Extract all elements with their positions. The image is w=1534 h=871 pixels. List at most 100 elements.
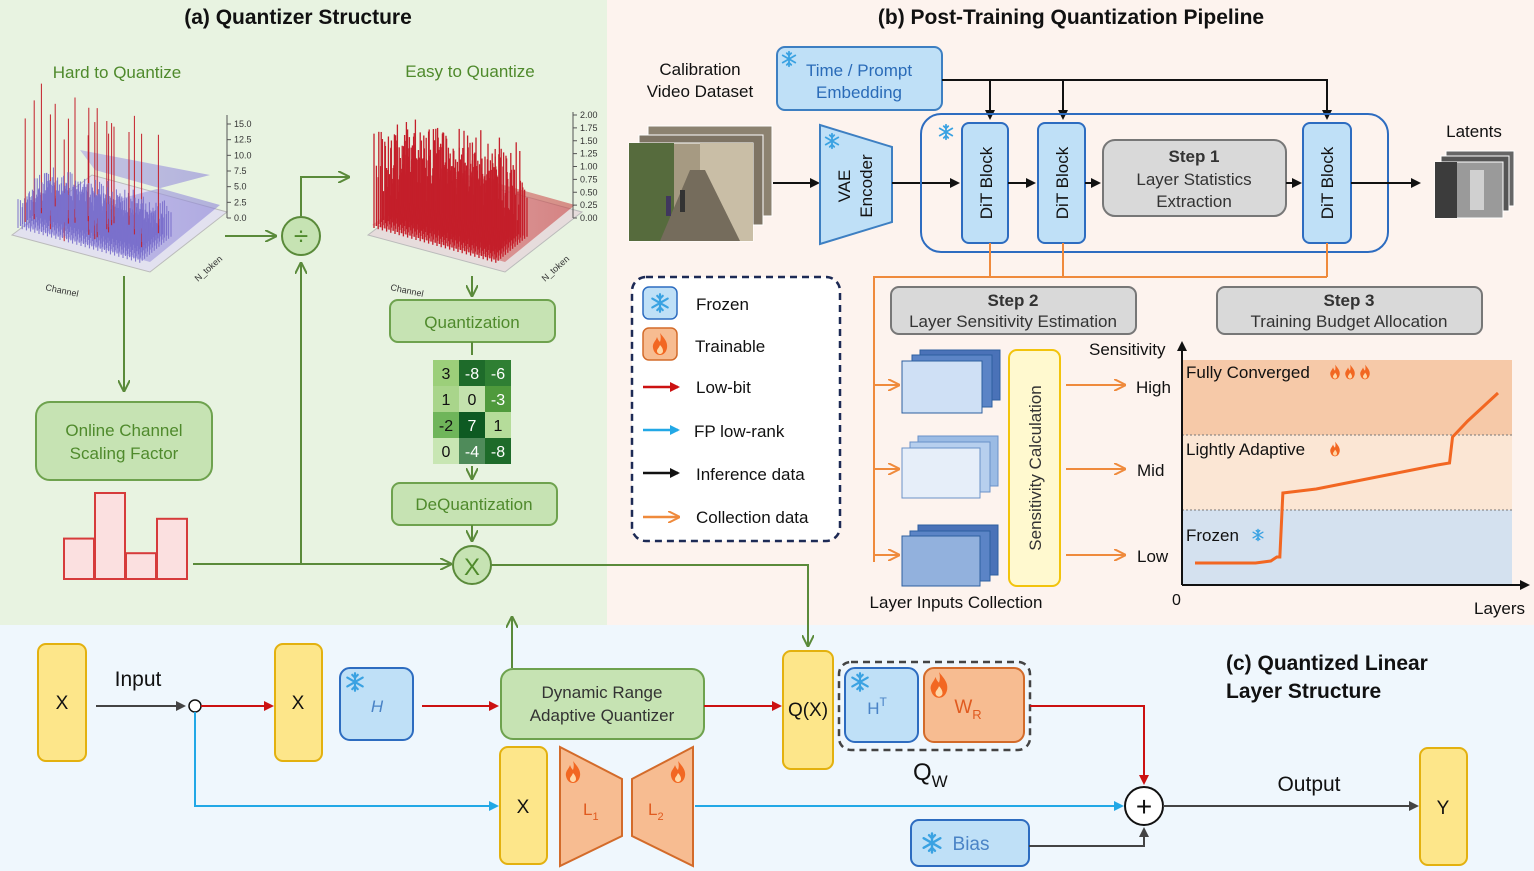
svg-text:WR: WR — [954, 697, 981, 722]
arrow-embed-to-dit3 — [942, 79, 1332, 120]
svg-text:Time / Prompt: Time / Prompt — [806, 61, 912, 80]
input-x-box: X — [37, 643, 87, 762]
dit-block-2: DiT Block — [1037, 122, 1086, 244]
chart-zone-1 — [1182, 435, 1512, 510]
dit-block-1: DiT Block — [961, 122, 1009, 244]
scaling-bar — [63, 537, 95, 581]
matrix-cell — [485, 360, 511, 386]
divide-symbol: ÷ — [294, 221, 308, 251]
legend-fp-low-rank: FP low-rank — [694, 422, 785, 441]
easy-to-quantize-label: Easy to Quantize — [405, 62, 534, 81]
legend-frozen: Frozen — [696, 295, 749, 314]
svg-text:X: X — [292, 693, 305, 714]
latents-frames — [1434, 150, 1515, 219]
divide-operator — [281, 216, 321, 256]
level-mid: Mid — [1137, 461, 1164, 480]
svg-text:X: X — [517, 797, 530, 818]
scaling-factor-bars — [63, 492, 188, 581]
svg-text:Extraction: Extraction — [1156, 192, 1232, 211]
chart-ylabel: Sensitivity — [1089, 340, 1166, 359]
legend: Frozen Trainable Low-bit FP low-rank Inf… — [630, 275, 842, 543]
calibration-video-frames — [628, 125, 773, 242]
tick-label: 0.25 — [580, 200, 598, 210]
svg-text:Step 3: Step 3 — [1323, 291, 1374, 310]
svg-text:DiT Block: DiT Block — [977, 146, 996, 219]
svg-text:Embedding: Embedding — [816, 83, 902, 102]
matrix-value: 0 — [468, 392, 477, 409]
x-box-3: X — [499, 746, 548, 865]
matrix-value: -8 — [465, 366, 479, 383]
collection-lines — [873, 243, 1328, 562]
tick-label: 0.75 — [580, 174, 598, 184]
wr-box: WR — [923, 667, 1025, 743]
svg-text:Training Budget Allocation: Training Budget Allocation — [1251, 312, 1448, 331]
dynamic-range-quantizer: Dynamic Range Adaptive Quantizer — [500, 668, 705, 740]
sum-symbol: + — [1136, 791, 1152, 822]
svg-text:Sensitivity Calculation: Sensitivity Calculation — [1026, 385, 1045, 550]
dit-block-3: DiT Block — [1302, 122, 1352, 244]
tick-label: 0.50 — [580, 187, 598, 197]
matrix-cell — [485, 412, 511, 438]
hadamard-h-box: H — [339, 667, 414, 741]
level-low: Low — [1137, 547, 1169, 566]
svg-text:DiT Block: DiT Block — [1053, 146, 1072, 219]
svg-text:Quantization: Quantization — [424, 313, 519, 332]
matrix-value: -8 — [491, 444, 505, 461]
legend-low-bit: Low-bit — [696, 378, 751, 397]
svg-text:DiT Block: DiT Block — [1318, 146, 1337, 219]
multiply-symbol: X — [464, 554, 480, 581]
step2-box: Step 2 Layer Sensitivity Estimation — [890, 286, 1137, 335]
tick-label: 2.5 — [234, 197, 247, 207]
tick-label: 1.25 — [580, 149, 598, 159]
legend-trainable: Trainable — [695, 337, 765, 356]
matrix-value: 1 — [494, 418, 503, 435]
quantization-box: Quantization — [389, 299, 556, 343]
l2-block: L2 — [631, 745, 694, 868]
legend-collection: Collection data — [696, 508, 809, 527]
svg-text:Adaptive Quantizer: Adaptive Quantizer — [530, 706, 675, 725]
tick-label: 1.00 — [580, 162, 598, 172]
svg-text:HT: HT — [867, 695, 887, 718]
matrix-value: 3 — [442, 366, 451, 383]
svg-text:Bias: Bias — [953, 834, 990, 855]
matrix-cell — [485, 386, 511, 412]
panel-a-title: (a) Quantizer Structure — [184, 6, 412, 29]
matrix-cell — [459, 386, 485, 412]
tick-label: 0.00 — [580, 213, 598, 223]
svg-text:Dynamic Range: Dynamic Range — [542, 683, 663, 702]
panel-b-title: (b) Post-Training Quantization Pipeline — [878, 6, 1264, 29]
svg-text:VAE: VAE — [835, 170, 854, 203]
panel-c-title-1: (c) Quantized Linear — [1226, 652, 1428, 675]
level-high: High — [1136, 378, 1171, 397]
svg-text:Layer Sensitivity Estimation: Layer Sensitivity Estimation — [909, 312, 1117, 331]
matrix-cell — [459, 438, 485, 464]
tick-label: 15.0 — [234, 119, 252, 129]
svg-text:X: X — [56, 693, 69, 714]
tick-label: 12.5 — [234, 135, 252, 145]
arrow-to-lowrank-x — [194, 712, 499, 811]
input-label: Input — [115, 668, 162, 691]
hard-to-quantize-label: Hard to Quantize — [53, 63, 182, 82]
arrow-qw-to-sum — [1030, 705, 1149, 785]
svg-text:Y: Y — [1437, 798, 1450, 819]
matrix-cell — [433, 412, 459, 438]
matrix-cell — [459, 360, 485, 386]
matrix-value: 0 — [442, 444, 451, 461]
svg-text:Step 2: Step 2 — [987, 291, 1038, 310]
zone-label: Frozen — [1186, 526, 1239, 545]
tick-label: 7.5 — [234, 166, 247, 176]
tick-label: 10.0 — [234, 150, 252, 160]
dequantization-box: DeQuantization — [391, 482, 558, 526]
zone-label: Fully Converged — [1186, 363, 1310, 382]
qw-label: QW — [913, 759, 948, 791]
matrix-value: -6 — [491, 366, 505, 383]
svg-text:L2: L2 — [648, 800, 664, 823]
matrix-value: -2 — [439, 418, 453, 435]
l1-block: L1 — [559, 745, 623, 868]
svg-text:Step 1: Step 1 — [1168, 147, 1219, 166]
layer-inputs-collection-label: Layer Inputs Collection — [870, 593, 1043, 612]
matrix-cell — [433, 438, 459, 464]
calibration-label-2: Video Dataset — [647, 82, 754, 101]
